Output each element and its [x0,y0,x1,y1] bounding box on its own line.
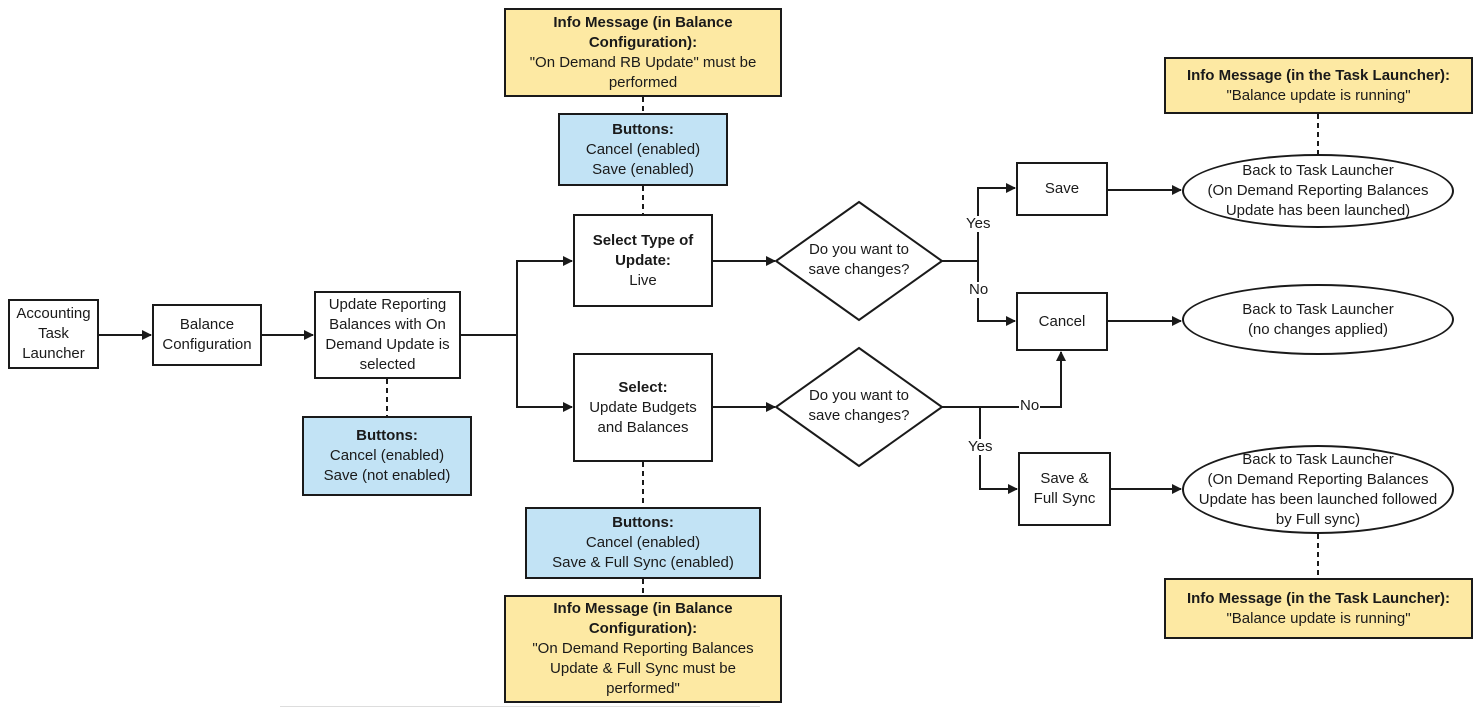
node-title: Update: [615,251,671,269]
node-text: Update Budgets [589,398,697,416]
node-text: Demand Update is [325,336,450,353]
terminal-text: (On Demand Reporting Balances [1207,182,1429,199]
info-message-bottom: Info Message (in Balance Configuration):… [504,595,782,703]
node-text: Live [629,271,657,289]
edge-yes1-to-save [977,183,1016,261]
terminal-back-no-changes: Back to Task Launcher (no changes applie… [1182,284,1454,355]
note-title: Configuration): [588,33,698,51]
node-select-update-budgets: Select: Update Budgets and Balances [573,353,713,462]
info-launcher-top: Info Message (in the Task Launcher): "Ba… [1164,57,1473,114]
decision-text: Do you want to [808,241,910,258]
edge-decision2-no-to-cancel [942,351,1066,408]
note-title: Buttons: [612,120,674,138]
node-text: Full Sync [1033,490,1096,507]
terminal-text: Back to Task Launcher [1242,162,1394,179]
edge-yes2-to-savesync [979,407,1018,494]
note-title: Info Message (in Balance [553,600,733,617]
note-text: Save (not enabled) [323,467,451,484]
decision-text: save changes? [808,261,910,278]
node-text: Launcher [22,345,85,362]
terminal-text: Update has been launched followed [1198,490,1438,508]
terminal-text: (On Demand Reporting Balances [1207,470,1429,488]
terminal-text: Back to Task Launcher [1242,450,1394,468]
node-text: and Balances [597,418,689,436]
edge-branch-to-budgets [516,335,573,412]
terminal-text: by Full sync) [1275,510,1361,528]
note-text: Cancel (enabled) [585,140,701,158]
decision-text: Do you want to [808,387,910,404]
node-text: Cancel [1038,312,1086,330]
node-accounting-task-launcher: Accounting Task Launcher [8,299,99,369]
node-text: Balances with On [329,316,446,333]
buttons-note-top: Buttons: Cancel (enabled) Save (enabled) [558,113,728,186]
note-text: Cancel (enabled) [329,447,445,464]
note-title: Buttons: [356,427,418,444]
node-text: Update Reporting [328,296,447,313]
decision-text: save changes? [808,407,910,424]
node-text: Configuration [162,336,252,353]
node-text: Balance [179,316,235,333]
edge-label-no-1: No [968,281,990,298]
note-text: "On Demand Reporting Balances [532,640,754,657]
note-title: Info Message (in the Task Launcher): [1186,66,1451,84]
note-text: Save (enabled) [592,160,694,178]
note-text: "On Demand RB Update" must be [529,53,757,71]
terminal-back-full-sync: Back to Task Launcher (On Demand Reporti… [1182,445,1454,534]
terminal-text: (no changes applied) [1247,320,1389,338]
node-title: Select: [618,378,668,396]
note-title: Info Message (in Balance [553,13,733,31]
decision-diamond-1 [774,200,944,322]
note-text: "Balance update is running" [1226,86,1411,104]
node-update-reporting-balances: Update Reporting Balances with On Demand… [314,291,461,379]
info-launcher-bottom: Info Message (in the Task Launcher): "Ba… [1164,578,1473,639]
note-text: performed [608,73,678,91]
node-save: Save [1016,162,1108,216]
node-text: Save & [1040,470,1089,487]
node-balance-configuration: Balance Configuration [152,304,262,366]
note-text: Update & Full Sync must be [550,660,736,677]
note-title: Info Message (in the Task Launcher): [1186,589,1451,607]
edge-label-yes-2: Yes [967,438,994,455]
note-text: "Balance update is running" [1226,609,1411,627]
decision-2-label: Do you want to save changes? [789,386,929,426]
node-save-full-sync: Save & Full Sync [1018,452,1111,526]
edge-branch-to-live [516,256,573,335]
note-text: Cancel (enabled) [585,534,701,551]
note-text: Save & Full Sync (enabled) [552,554,734,571]
note-text: performed" [606,680,680,697]
terminal-text: Update has been launched) [1225,202,1411,219]
edge-no1-to-cancel [977,261,1016,326]
note-title: Configuration): [588,620,698,637]
decision-1-label: Do you want to save changes? [789,240,929,280]
bottom-divider [280,706,760,707]
edge-label-no-2: No [1019,397,1041,414]
edge-label-yes-1: Yes [965,215,992,232]
node-text: Task [38,325,69,342]
node-text: selected [359,356,416,373]
buttons-note-bottom: Buttons: Cancel (enabled) Save & Full Sy… [525,507,761,579]
terminal-back-launched: Back to Task Launcher (On Demand Reporti… [1182,154,1454,228]
node-cancel: Cancel [1016,292,1108,351]
note-title: Buttons: [612,514,674,531]
node-select-type-live: Select Type of Update: Live [573,214,713,307]
node-title: Select Type of [592,231,694,249]
decision-diamond-2 [774,346,944,468]
terminal-text: Back to Task Launcher [1242,300,1394,318]
info-message-top: Info Message (in Balance Configuration):… [504,8,782,97]
node-text: Accounting [16,305,91,322]
buttons-note-left: Buttons: Cancel (enabled) Save (not enab… [302,416,472,496]
node-text: Save [1044,180,1080,197]
